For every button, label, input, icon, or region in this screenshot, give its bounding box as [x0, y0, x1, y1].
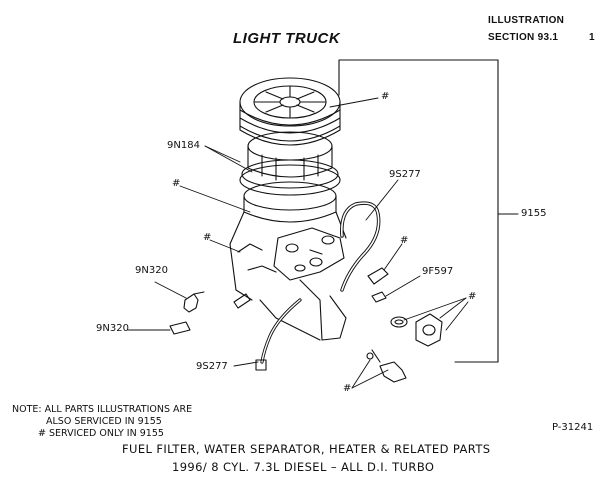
assembly-bracket: [338, 59, 519, 363]
callout-serviced-only: #: [468, 291, 477, 302]
callout-serviced-only: #: [400, 235, 409, 246]
callout-9n320-b: 9N320: [96, 323, 129, 334]
drawing-number: P-31241: [552, 422, 594, 433]
filter-cap: [239, 77, 341, 146]
section-label: SECTION 93.1: [488, 32, 559, 43]
callout-9n184: 9N184: [167, 140, 200, 151]
callout-9f597: 9F597: [422, 266, 454, 277]
illustration-label: ILLUSTRATION: [488, 15, 565, 26]
callout-9s277-bottom: 9S277: [196, 361, 228, 372]
hose-fittings: [169, 291, 251, 335]
callout-9s277-top: 9S277: [389, 169, 421, 180]
filter-head: [273, 227, 345, 281]
page-title: LIGHT TRUCK: [233, 30, 341, 47]
leader-lines: [127, 97, 469, 389]
note-line-2: ALSO SERVICED IN 9155: [46, 416, 162, 427]
note-line-1: NOTE: ALL PARTS ILLUSTRATIONS ARE: [12, 404, 193, 415]
caption-line-1: FUEL FILTER, WATER SEPARATOR, HEATER & R…: [122, 442, 491, 456]
callout-serviced-only: #: [381, 91, 390, 102]
filter-housing: [229, 181, 347, 341]
callout-9n320-a: 9N320: [135, 265, 168, 276]
heater-harness: [255, 201, 381, 371]
callout-serviced-only: #: [172, 178, 181, 189]
callout-serviced-only: #: [343, 383, 352, 394]
note-line-3: # SERVICED ONLY IN 9155: [38, 428, 164, 439]
callout-9155: 9155: [521, 208, 547, 219]
sensor-parts: [366, 267, 443, 383]
seal-rings: [239, 159, 341, 196]
caption-line-2: 1996/ 8 CYL. 7.3L DIESEL – ALL D.I. TURB…: [172, 460, 435, 474]
callout-serviced-only: #: [203, 232, 212, 243]
page-number: 1: [589, 32, 595, 43]
filter-element: [247, 131, 333, 181]
